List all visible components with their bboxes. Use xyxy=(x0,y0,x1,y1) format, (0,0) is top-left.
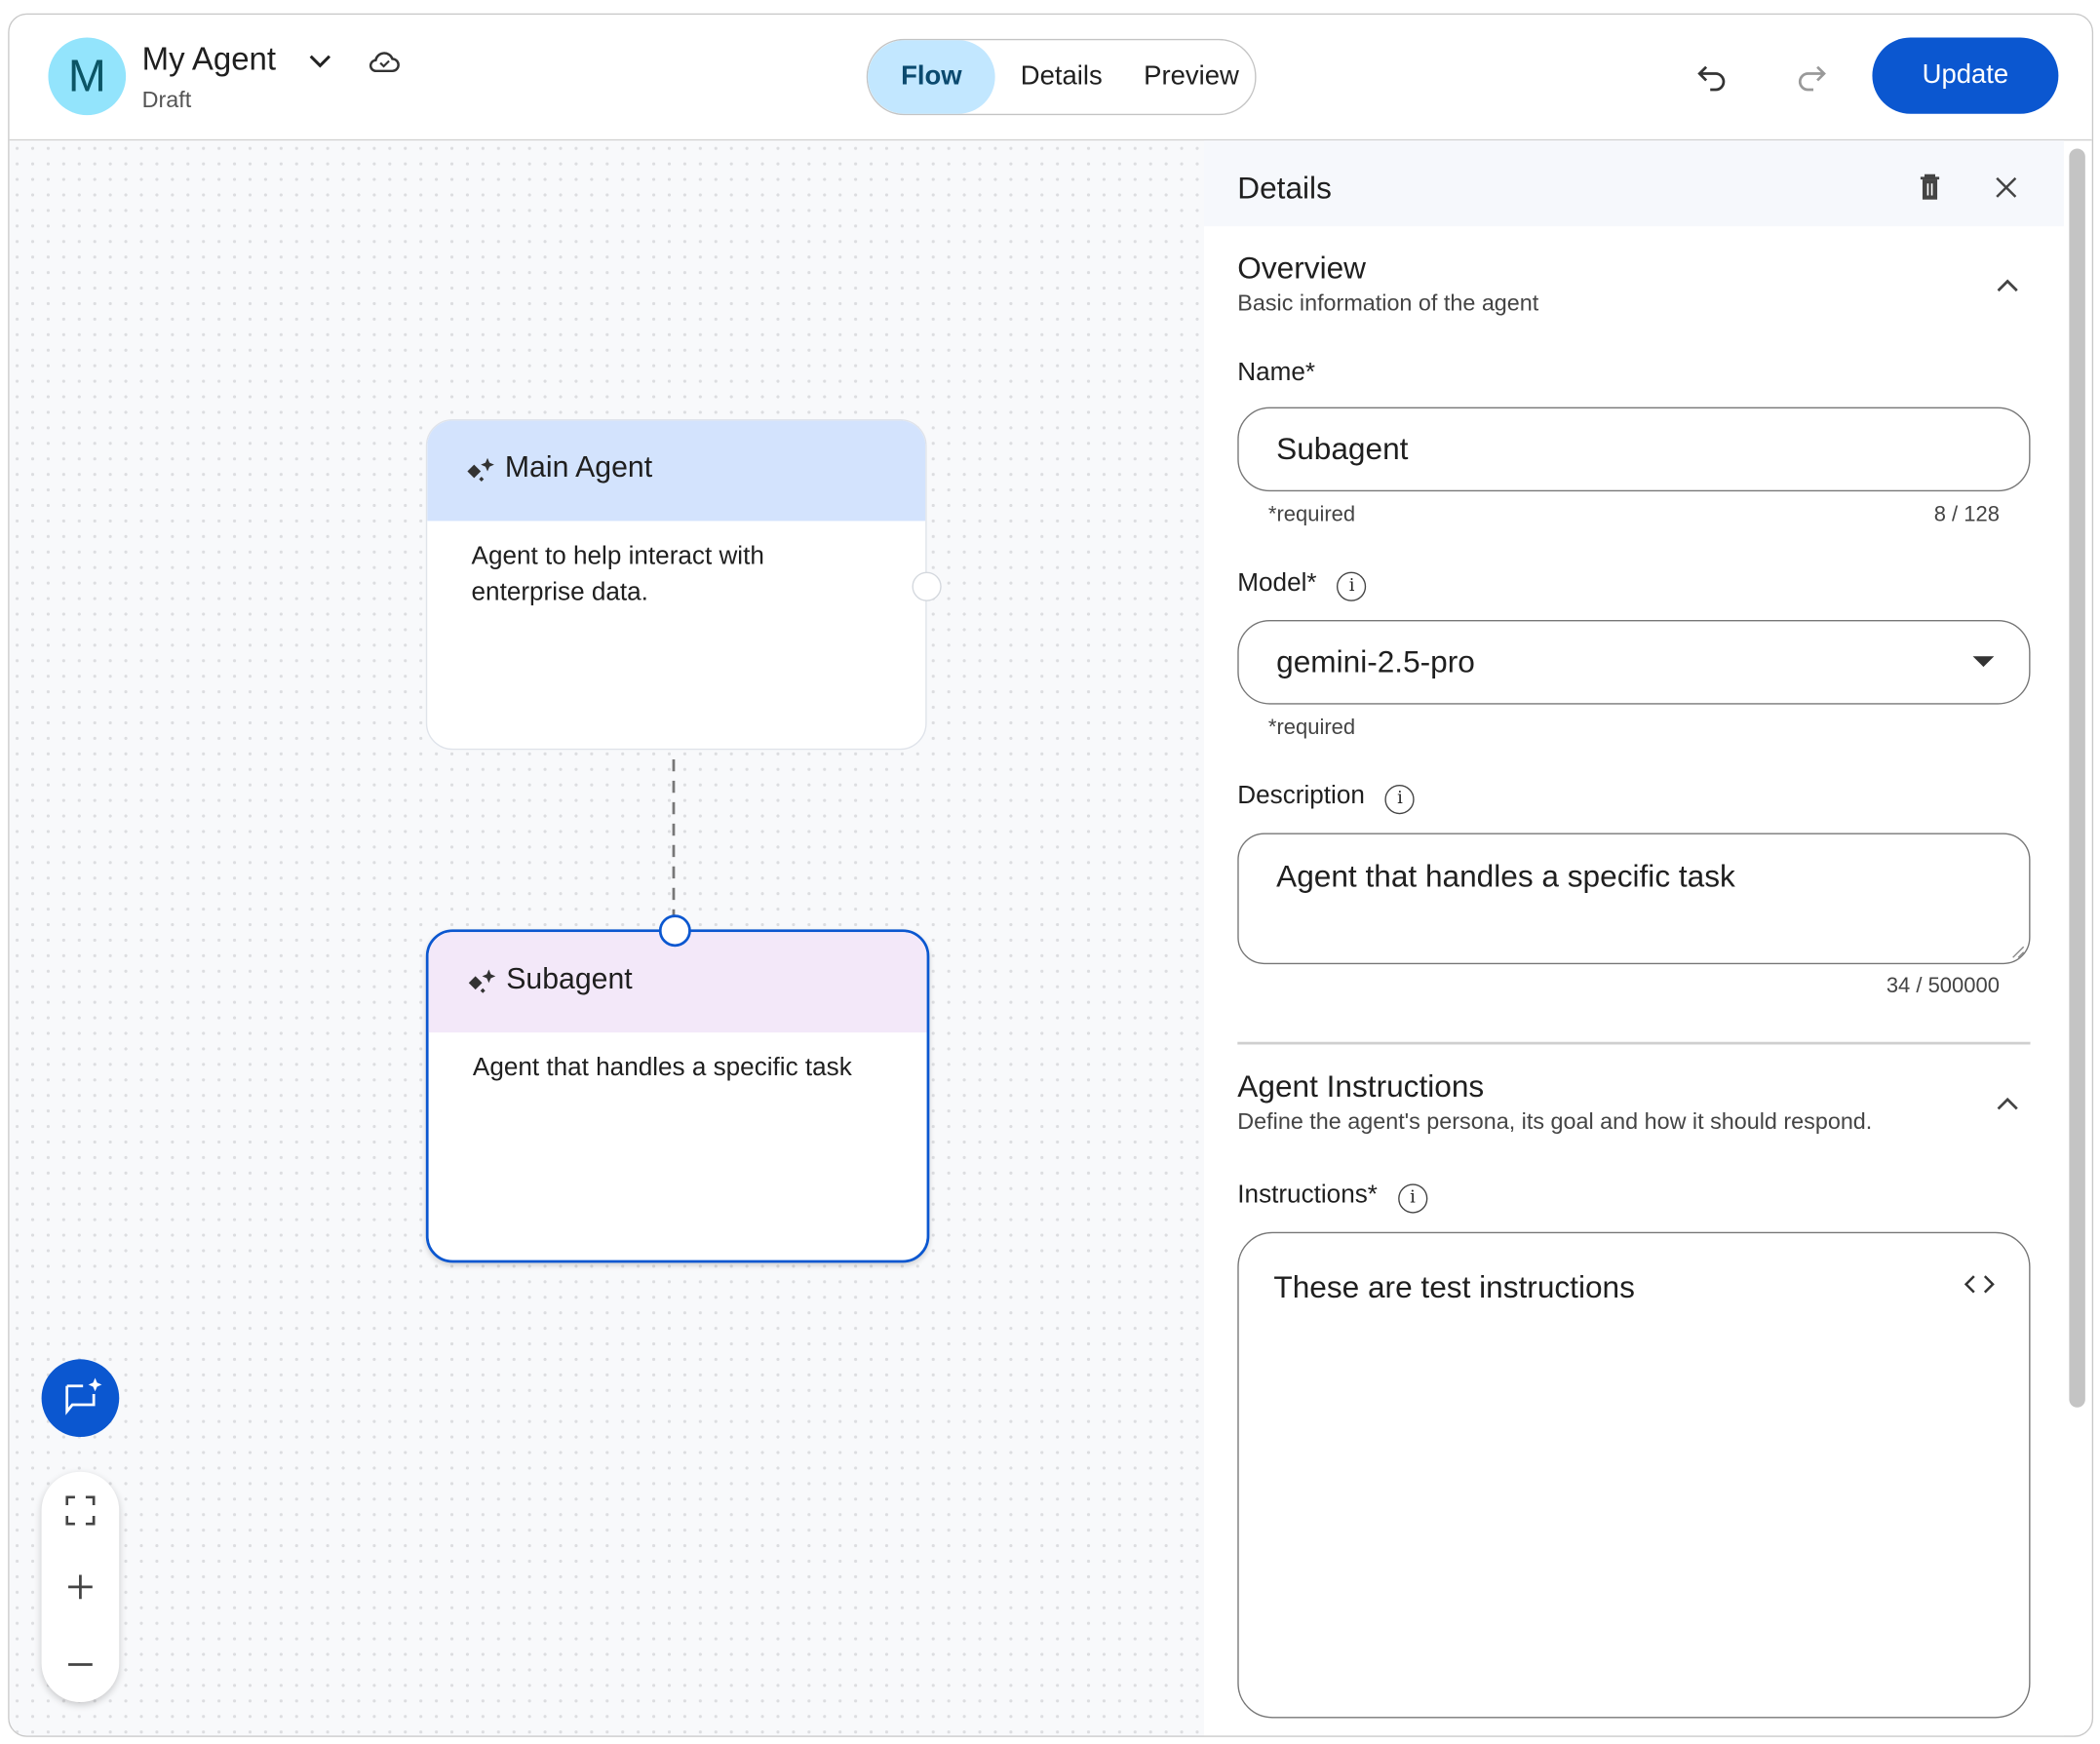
close-icon[interactable] xyxy=(1996,176,2017,198)
model-hint: *required xyxy=(1267,716,1356,740)
description-char-count: 34 / 500000 xyxy=(1886,975,2000,998)
undo-icon[interactable] xyxy=(1695,58,1731,94)
info-icon[interactable]: i xyxy=(1384,784,1416,815)
info-icon[interactable]: i xyxy=(1397,1183,1428,1214)
tab-details[interactable]: Details xyxy=(1020,61,1103,92)
output-handle[interactable] xyxy=(912,571,942,601)
agent-status: Draft xyxy=(141,87,192,113)
description-label-text: Description xyxy=(1237,782,1365,811)
details-panel: Details Overview Basic information of th… xyxy=(1203,140,2064,1736)
overview-title: Overview xyxy=(1237,250,1366,286)
name-hint: *required xyxy=(1267,503,1356,526)
node-description: Agent to help interact with enterprise d… xyxy=(471,542,764,607)
input-handle[interactable] xyxy=(658,914,691,948)
instructions-label-text: Instructions* xyxy=(1237,1181,1378,1210)
instructions-label: Instructions* i xyxy=(1237,1181,1428,1214)
zoom-controls xyxy=(41,1471,120,1702)
view-tabs: Flow Details Preview xyxy=(866,38,1257,116)
tab-preview[interactable]: Preview xyxy=(1144,61,1239,92)
node-main-agent[interactable]: Main Agent Agent to help interact with e… xyxy=(425,418,927,751)
panel-title: Details xyxy=(1237,170,1332,206)
node-title: Main Agent xyxy=(504,449,653,484)
model-select[interactable]: gemini-2.5-pro xyxy=(1237,620,2031,705)
update-button[interactable]: Update xyxy=(1872,37,2059,114)
fit-view-icon[interactable] xyxy=(65,1495,96,1526)
model-label: Model* i xyxy=(1237,568,1367,601)
collapse-instructions-icon[interactable] xyxy=(1996,1096,2020,1111)
name-char-count: 8 / 128 xyxy=(1933,503,2000,526)
description-value: Agent that handles a specific task xyxy=(1276,858,1735,894)
code-view-icon[interactable] xyxy=(1964,1273,1996,1295)
tab-flow[interactable]: Flow xyxy=(868,40,995,114)
resize-handle-icon[interactable] xyxy=(2011,946,2025,959)
description-label: Description i xyxy=(1237,782,1416,815)
chat-sparkle-icon xyxy=(65,1377,102,1415)
name-label: Name* xyxy=(1237,359,1316,387)
node-title: Subagent xyxy=(506,961,633,995)
instructions-section-title: Agent Instructions xyxy=(1237,1068,1485,1104)
info-icon[interactable]: i xyxy=(1337,571,1367,601)
instructions-value: These are test instructions xyxy=(1273,1269,1635,1304)
instructions-editor[interactable]: These are test instructions xyxy=(1237,1231,2031,1719)
delete-icon[interactable] xyxy=(1920,174,1941,201)
panel-scrollbar[interactable] xyxy=(2069,148,2085,1408)
sparkle-icon xyxy=(468,969,496,993)
model-label-text: Model* xyxy=(1237,568,1317,598)
chevron-down-icon[interactable] xyxy=(307,51,333,72)
description-textarea[interactable]: Agent that handles a specific task xyxy=(1237,833,2031,965)
flow-canvas[interactable]: Main Agent Agent to help interact with e… xyxy=(9,140,1204,1736)
collapse-overview-icon[interactable] xyxy=(1996,277,2020,292)
overview-subtitle: Basic information of the agent xyxy=(1237,291,1539,317)
cloud-saved-icon xyxy=(369,52,400,73)
name-input[interactable]: Subagent xyxy=(1237,407,2031,492)
app-window: M My Agent Draft Flow Details Preview Up… xyxy=(8,13,2094,1737)
node-subagent[interactable]: Subagent Agent that handles a specific t… xyxy=(425,929,930,1263)
zoom-in-icon[interactable] xyxy=(67,1573,94,1600)
instructions-section-subtitle: Define the agent's persona, its goal and… xyxy=(1237,1108,1873,1135)
divider xyxy=(1237,1041,2031,1044)
redo-icon[interactable] xyxy=(1793,58,1828,94)
avatar: M xyxy=(48,37,127,116)
zoom-out-icon[interactable] xyxy=(67,1651,94,1678)
node-description: Agent that handles a specific task xyxy=(472,1054,852,1082)
model-value: gemini-2.5-pro xyxy=(1276,643,1475,679)
agent-name: My Agent xyxy=(141,41,277,78)
name-value: Subagent xyxy=(1276,431,1409,467)
connector-line xyxy=(672,758,676,934)
panel-header: Details xyxy=(1203,140,2064,227)
sparkle-icon xyxy=(467,457,494,482)
assistant-chat-button[interactable] xyxy=(41,1359,120,1437)
top-bar: M My Agent Draft Flow Details Preview Up… xyxy=(9,15,2092,141)
dropdown-arrow-icon xyxy=(1972,656,1995,668)
